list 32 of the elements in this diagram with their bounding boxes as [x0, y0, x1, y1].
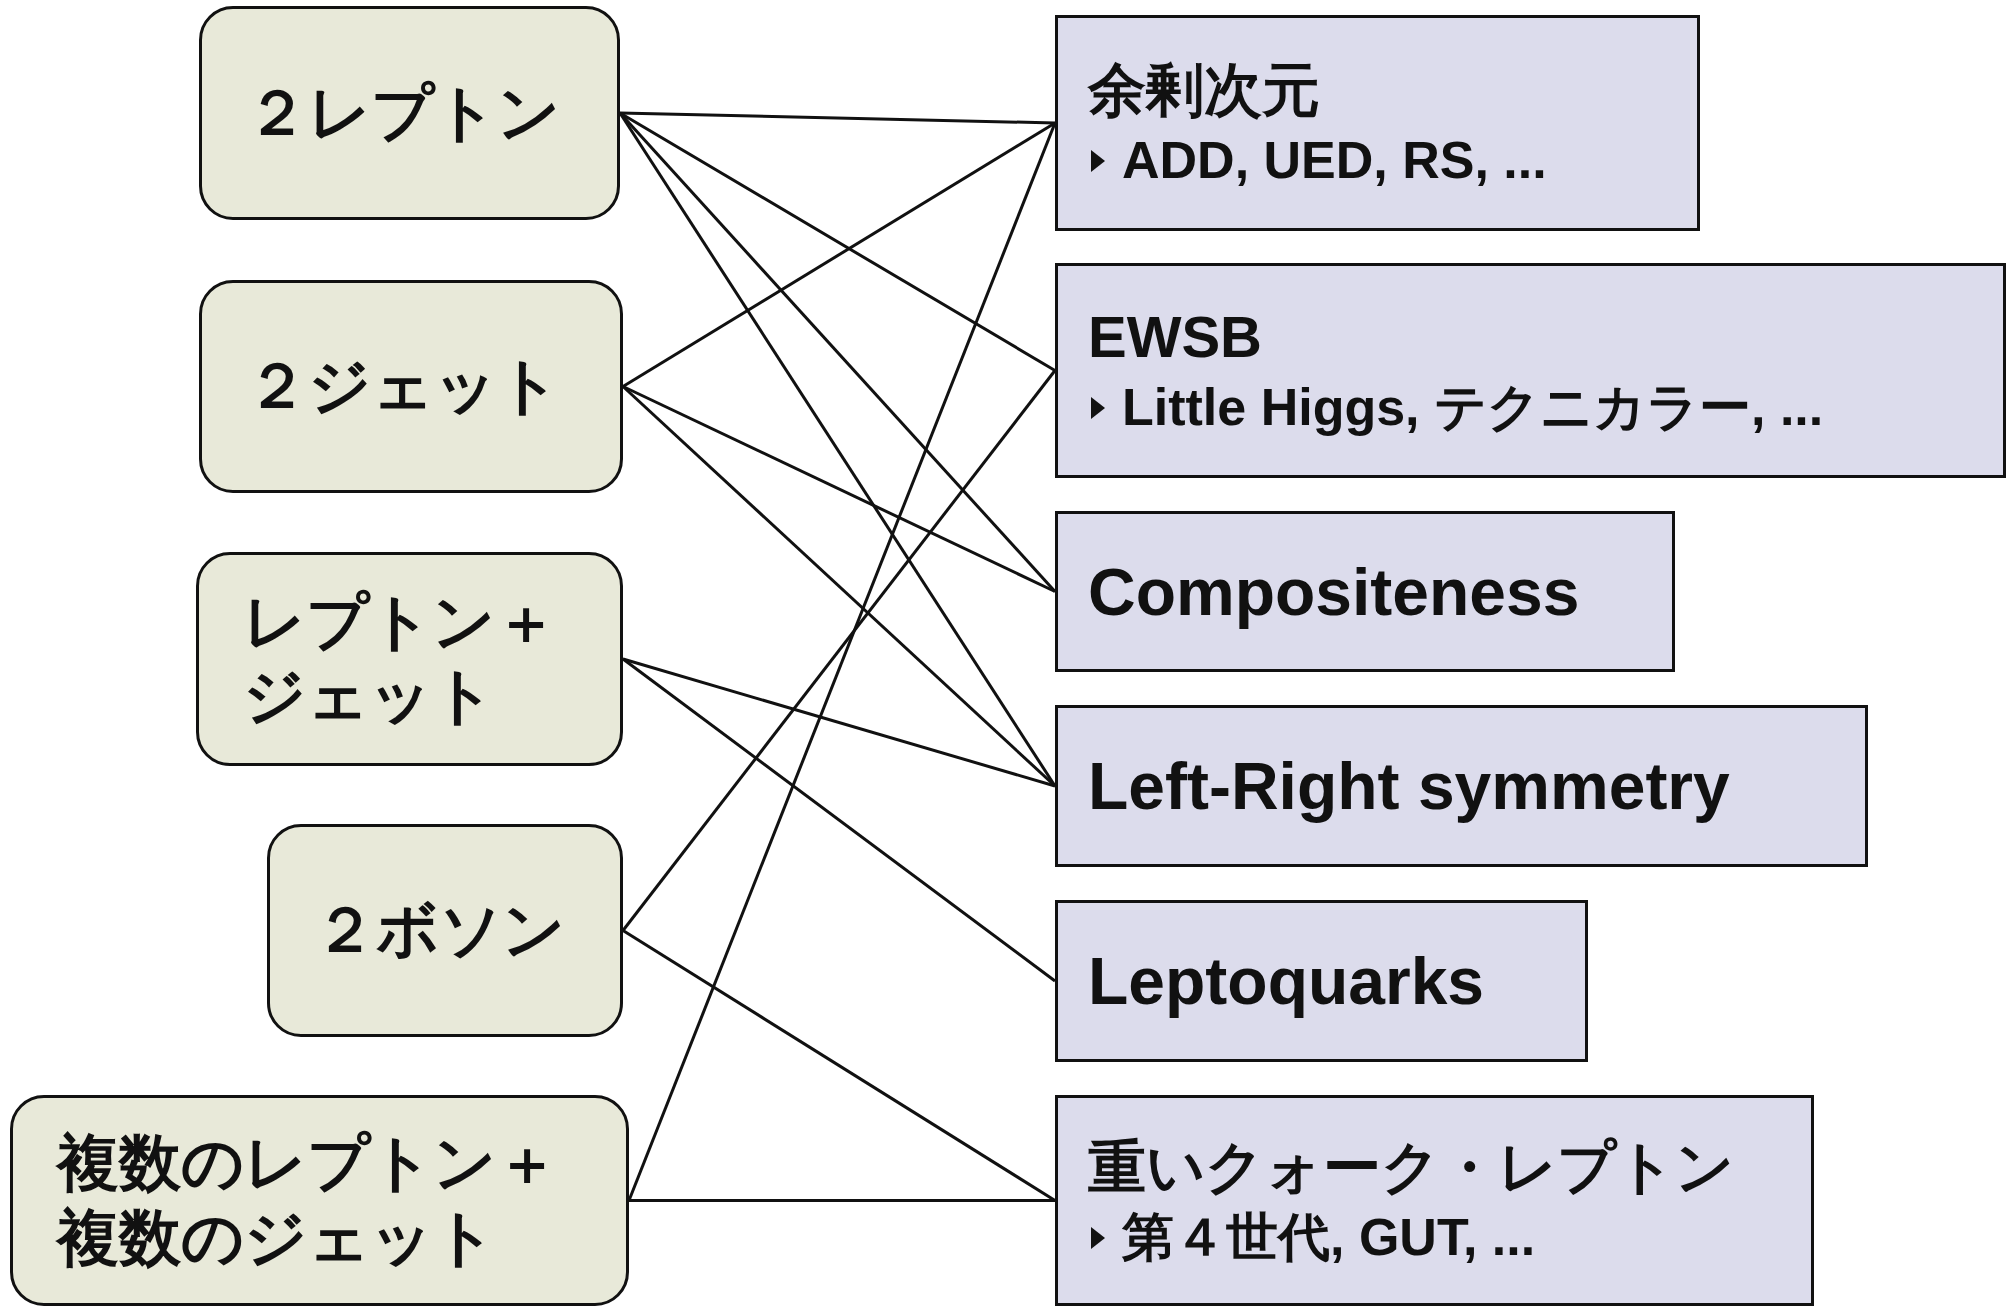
bullet-text: ADD, UED, RS, ... [1122, 129, 1547, 191]
connector-line [622, 929, 1056, 1202]
box-label: 複数のレプトン＋複数のジェット [57, 1127, 559, 1274]
box-label: Compositeness [1088, 553, 1581, 630]
category-box [1055, 900, 1588, 1062]
category-box [1055, 1095, 1814, 1306]
connector-line [621, 369, 1057, 932]
rounded-box [199, 6, 620, 220]
connector-line [622, 385, 1056, 593]
connector-line [629, 1199, 1055, 1202]
category-box [1055, 15, 1700, 231]
connector-line [627, 122, 1057, 1202]
category-box [1055, 263, 2006, 478]
box-label: Left-Right symmetry [1088, 748, 1731, 824]
bullet-text: Little Higgs, テクニカラー, ... [1122, 377, 1824, 439]
box-heading: EWSB [1088, 303, 1263, 371]
rounded-box [199, 280, 623, 493]
connector-line [622, 657, 1056, 788]
rounded-box [196, 552, 623, 766]
category-box [1055, 705, 1868, 867]
rounded-box [10, 1095, 629, 1306]
box-label: ２ボソン [314, 894, 566, 967]
box-label: ２ジェット [246, 350, 561, 423]
rounded-box [267, 824, 623, 1037]
category-box [1055, 511, 1675, 672]
box-label: ２レプトン [246, 76, 561, 149]
connector-line [619, 111, 1056, 125]
box-heading: 重いクォーク・レプトン [1088, 1133, 1735, 1201]
box-heading: 余剰次元 [1088, 55, 1321, 124]
box-label: レプトン＋ジェット [243, 585, 558, 732]
bullet-text: 第４世代, GUT, ... [1122, 1207, 1536, 1269]
box-label: Leptoquarks [1088, 943, 1486, 1019]
